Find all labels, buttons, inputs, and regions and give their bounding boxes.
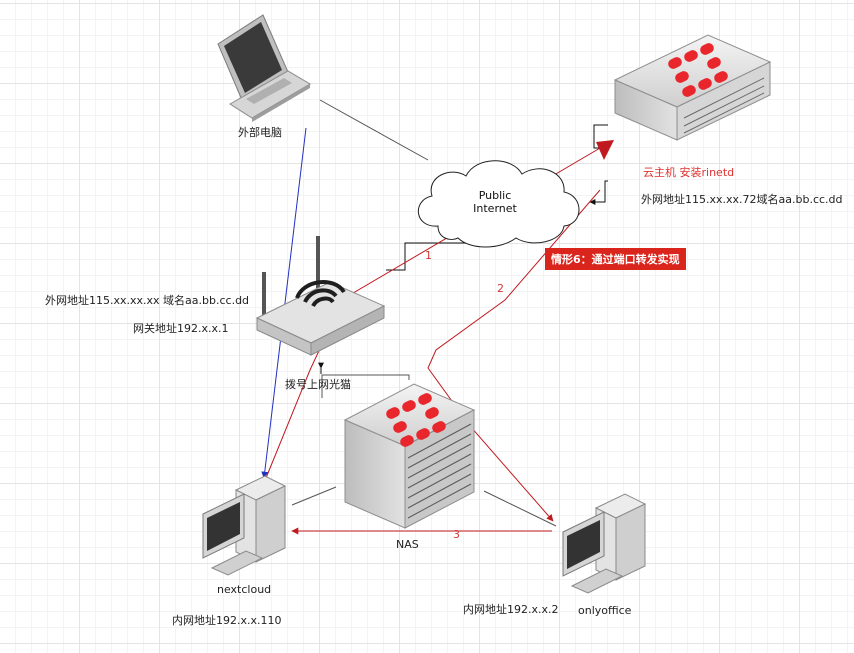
router-icon xyxy=(255,236,386,356)
external-pc-label: 外部电脑 xyxy=(238,126,282,139)
path3-number: 3 xyxy=(453,528,460,541)
nextcloud-label: nextcloud xyxy=(217,583,272,596)
path2-arrow xyxy=(427,189,601,522)
cloud-label-line1: Public xyxy=(478,189,512,202)
cloud-host-server-icon xyxy=(613,34,772,141)
blue-path-arrow xyxy=(261,127,307,479)
onlyoffice-desktop-icon xyxy=(562,493,647,594)
nas-onlyoffice-link xyxy=(483,490,557,527)
router-address: 外网地址115.xx.xx.xx 域名aa.bb.cc.dd xyxy=(45,294,250,307)
cloud-label: Public Internet xyxy=(455,189,535,215)
internet-cloud xyxy=(417,160,580,248)
cloud-label-line2: Internet xyxy=(473,202,517,215)
onlyoffice-label: onlyoffice xyxy=(578,604,632,617)
host-arrowhead xyxy=(596,140,614,160)
router-to-cloud-arrow xyxy=(386,240,492,271)
path2-number: 2 xyxy=(497,282,504,295)
modem-link xyxy=(321,374,410,398)
nextcloud-nas-link xyxy=(291,486,337,506)
laptop-cloud-link xyxy=(319,99,429,161)
path1-number: 1 xyxy=(425,249,432,262)
modem-label: 拨号上网光猫 xyxy=(285,378,351,391)
host-bracket-bottom xyxy=(589,180,608,205)
nextcloud-desktop-icon xyxy=(202,475,287,576)
nextcloud-address: 内网地址192.x.x.110 xyxy=(172,614,282,627)
onlyoffice-address: 内网地址192.x.x.2 xyxy=(463,603,559,616)
nas-label: NAS xyxy=(396,538,419,551)
cloud-host-label: 云主机 安装rinetd xyxy=(643,166,735,179)
scenario-note: 情形6：通过端口转发实现 xyxy=(545,248,686,270)
plain-links xyxy=(291,99,557,527)
laptop-icon xyxy=(217,14,311,122)
cloud-host-address: 外网地址115.xx.xx.72域名aa.bb.cc.dd xyxy=(641,193,843,206)
nas-chassis-icon xyxy=(343,383,476,529)
gateway-address: 网关地址192.x.x.1 xyxy=(133,322,229,335)
